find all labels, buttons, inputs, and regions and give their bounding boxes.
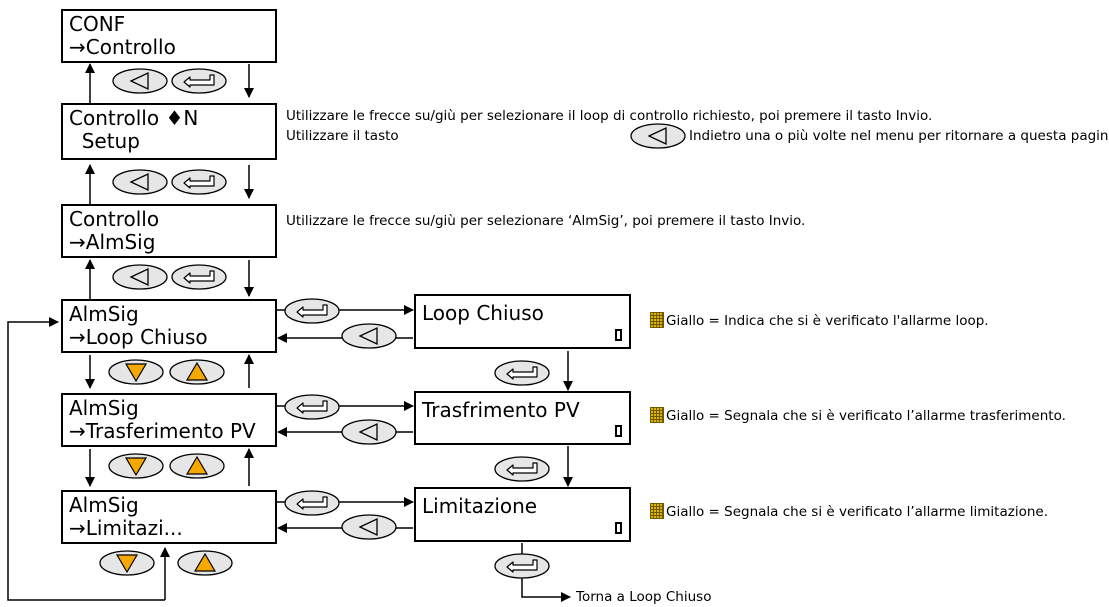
up-key-icon [169, 359, 225, 385]
enter-key-icon [284, 394, 340, 420]
screen-limitazione: Limitazione [414, 487, 631, 542]
screen-line-2: Setup [69, 129, 140, 153]
back-key-icon [112, 264, 168, 290]
up-key-icon [169, 453, 225, 479]
note-yellow-limit: Giallo = Segnala che si è verificato l’a… [650, 502, 1048, 522]
screen-line-1: AlmSig [69, 493, 139, 517]
loop-back-arrow [7, 317, 165, 601]
enter-key-icon [171, 264, 227, 290]
back-key-icon [341, 323, 397, 349]
screen-line-2: →Controllo [69, 35, 176, 59]
return-label: Torna a Loop Chiuso [576, 589, 712, 605]
back-key-icon [112, 169, 168, 195]
screen-line-2: →Trasferimento PV [69, 419, 256, 443]
down-key-icon [99, 550, 155, 576]
back-key-icon [341, 514, 397, 540]
alarm-indicator [615, 329, 622, 341]
note-yellow-transfer-text: Giallo = Segnala che si è verificato l’a… [666, 408, 1066, 424]
screen-line-1: Controllo [69, 207, 160, 231]
note-yellow-limit-text: Giallo = Segnala che si è verificato l’a… [666, 504, 1048, 520]
down-key-icon [108, 359, 164, 385]
yellow-indicator-icon [650, 503, 664, 519]
back-key-icon [341, 419, 397, 445]
screen-line-2: →AlmSig [69, 230, 156, 254]
screen-controllo-n: Controllo ♦N Setup [61, 103, 277, 160]
screen-line-2: →Limitazi... [69, 516, 183, 540]
screen-almsig-trasferimento-pv: AlmSig →Trasferimento PV [61, 393, 277, 447]
screen-line-1: CONF [69, 12, 126, 36]
enter-key-icon [284, 298, 340, 324]
screen-trasfrimento-pv: Trasfrimento PV [414, 391, 631, 445]
enter-key-icon [284, 490, 340, 516]
enter-key-icon [171, 169, 227, 195]
screen-line-1: Limitazione [422, 494, 538, 518]
screen-almsig-loop-chiuso: AlmSig →Loop Chiuso [61, 299, 277, 353]
enter-key-icon [494, 553, 550, 579]
note-select-almsig: Utilizzare le frecce su/giù per selezion… [286, 213, 806, 229]
screen-controllo-almsig: Controllo →AlmSig [61, 204, 277, 258]
note-back-key-a: Utilizzare il tasto [286, 128, 399, 144]
note-yellow-transfer: Giallo = Segnala che si è verificato l’a… [650, 406, 1066, 426]
note-back-key-b: Indietro una o più volte nel menu per ri… [689, 128, 1109, 144]
screen-line-1: AlmSig [69, 396, 139, 420]
yellow-indicator-icon [650, 407, 664, 423]
alarm-indicator [615, 522, 622, 534]
down-key-icon [108, 453, 164, 479]
screen-line-2: →Loop Chiuso [69, 325, 208, 349]
screen-almsig-limitazione: AlmSig →Limitazi... [61, 490, 277, 544]
back-key-icon [112, 68, 168, 94]
alarm-indicator [615, 425, 622, 437]
note-select-loop: Utilizzare le frecce su/giù per selezion… [286, 108, 933, 124]
enter-key-icon [494, 360, 550, 386]
yellow-indicator-icon [650, 312, 664, 328]
enter-key-icon [494, 456, 550, 482]
up-key-icon [177, 550, 233, 576]
note-yellow-loop: Giallo = Indica che si è verificato l'al… [650, 311, 989, 331]
screen-line-1: Trasfrimento PV [422, 398, 580, 422]
screen-line-1: Controllo ♦N [69, 106, 199, 130]
note-yellow-loop-text: Giallo = Indica che si è verificato l'al… [666, 313, 989, 329]
screen-conf: CONF →Controllo [61, 9, 277, 63]
back-key-icon [630, 123, 686, 149]
screen-loop-chiuso: Loop Chiuso [414, 294, 631, 349]
screen-line-1: Loop Chiuso [422, 301, 544, 325]
enter-key-icon [171, 68, 227, 94]
screen-line-1: AlmSig [69, 302, 139, 326]
